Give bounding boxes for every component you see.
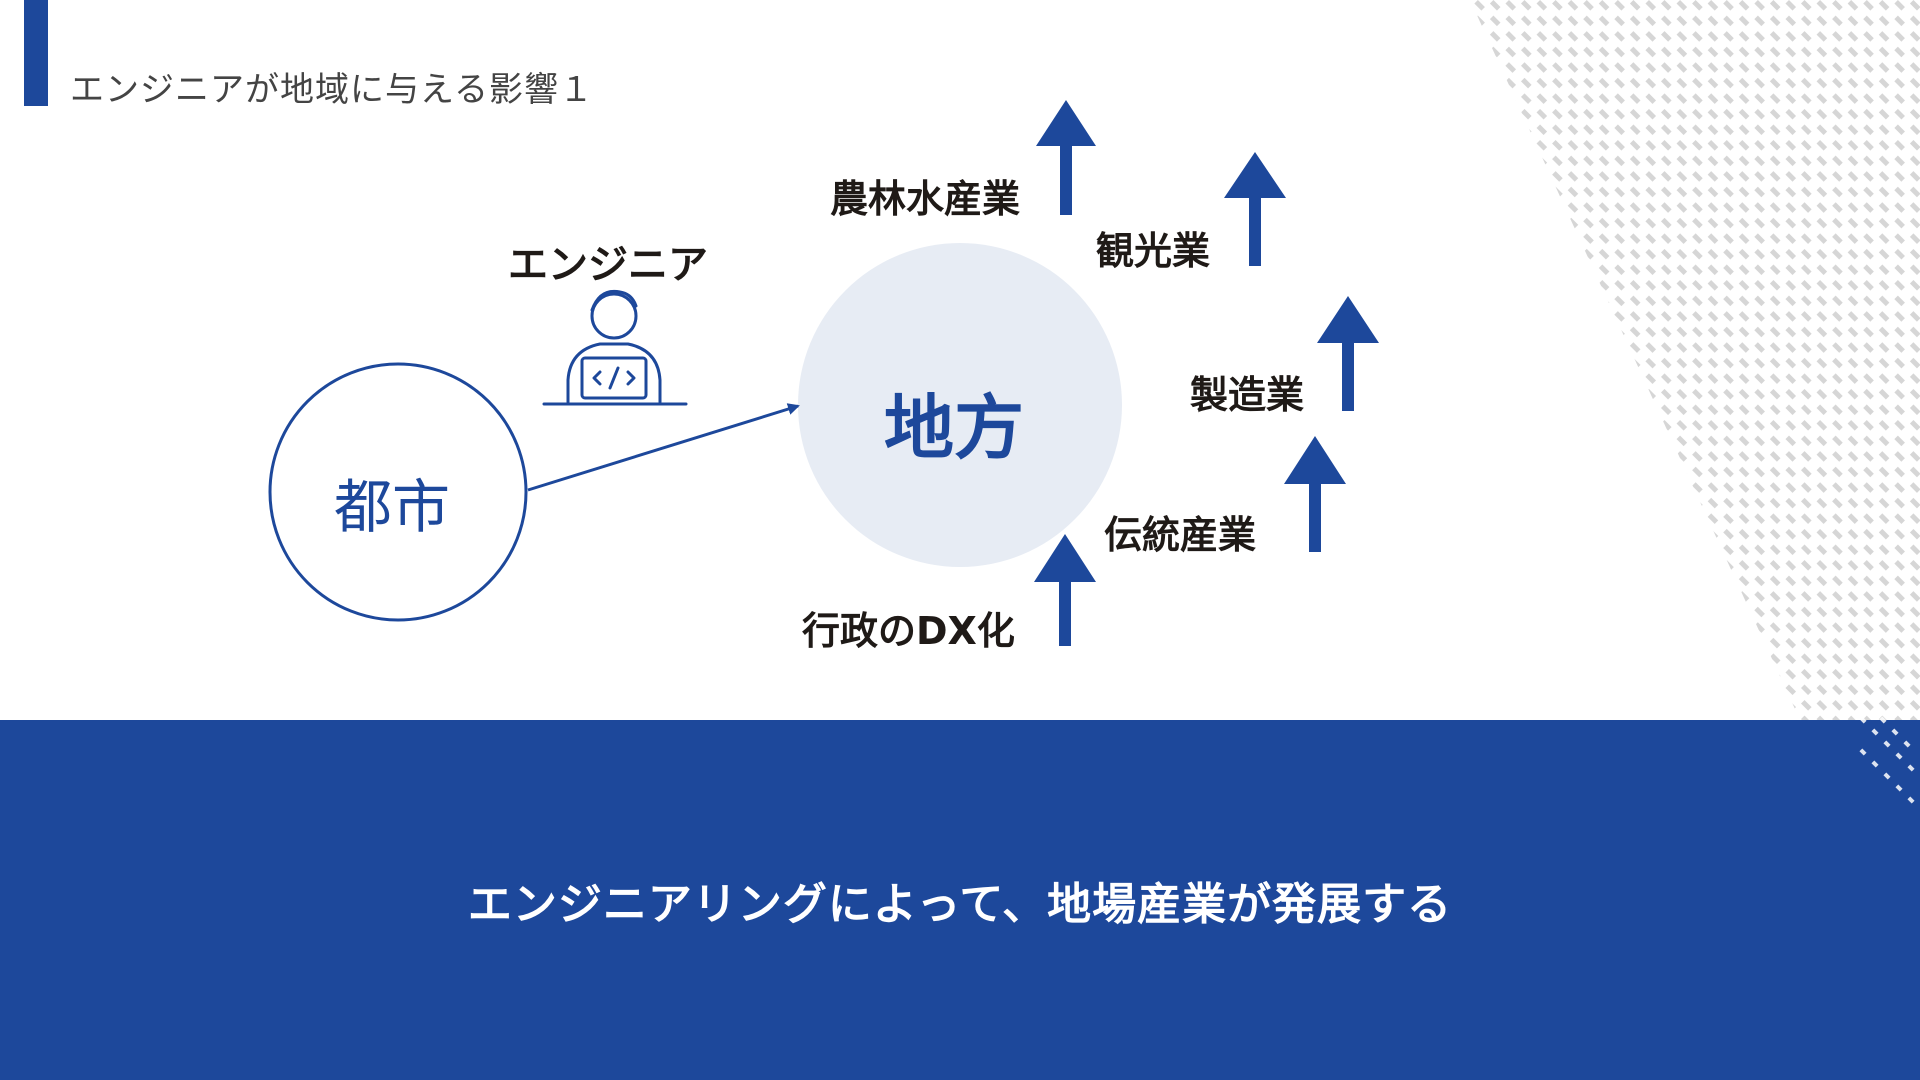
up-arrow-icon <box>1036 100 1096 215</box>
engineer-label: エンジニア <box>508 242 708 288</box>
bottom-banner <box>0 720 1920 1080</box>
region-circle <box>798 243 1122 567</box>
engineer-laptop-icon <box>542 289 688 406</box>
industry-label-traditional: 伝統産業 <box>1104 513 1257 557</box>
bottom-message: エンジニアリングによって、地場産業が発展する <box>467 879 1453 930</box>
banner-corner-stripes <box>1859 716 1915 804</box>
up-arrow-icon <box>1284 436 1346 552</box>
up-arrow-icon <box>1224 152 1286 266</box>
diagram-canvas <box>268 100 1379 646</box>
industry-label-agriculture: 農林水産業 <box>830 177 1021 221</box>
slide-title: エンジニアが地域に与える影響１ <box>70 70 594 110</box>
up-arrow-icon <box>1317 296 1379 411</box>
up-arrow-icon <box>1034 534 1096 646</box>
industry-label-government-dx: 行政のDX化 <box>802 609 1015 653</box>
industry-label-manufacturing: 製造業 <box>1190 373 1305 417</box>
title-accent-bar <box>24 0 48 106</box>
city-to-region-arrow <box>527 403 800 492</box>
region-label: 地方 <box>884 387 1024 469</box>
city-circle <box>268 362 528 622</box>
industry-label-tourism: 観光業 <box>1096 229 1211 273</box>
city-label: 都市 <box>334 473 451 541</box>
